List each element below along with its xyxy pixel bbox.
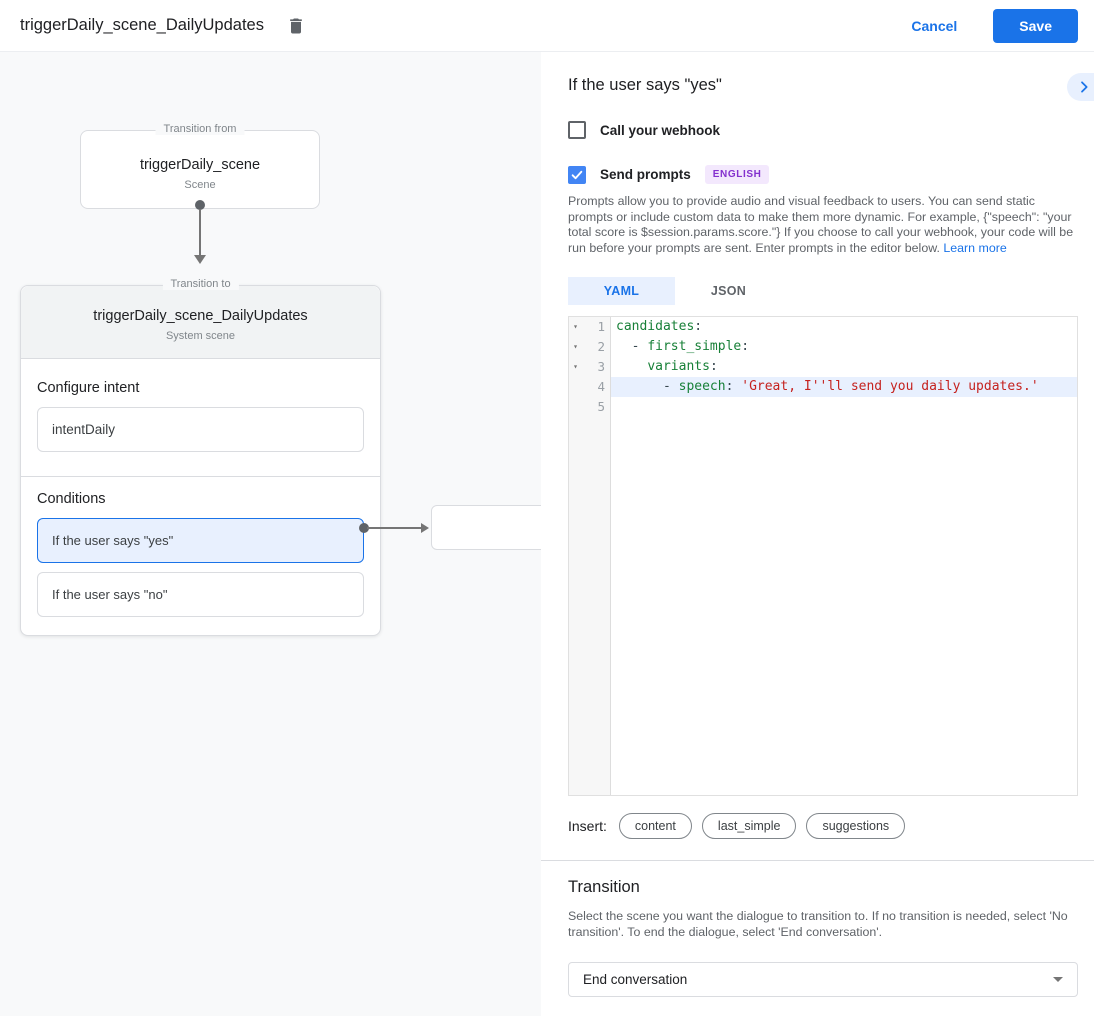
gutter-row: 4 xyxy=(569,377,610,397)
arrow-down-icon xyxy=(194,255,206,264)
gutter-row: ▾3 xyxy=(569,357,610,377)
intent-name: intentDaily xyxy=(52,422,116,437)
editor-format-tabs: YAML JSON xyxy=(568,277,1078,305)
from-scene-type: Scene xyxy=(184,179,216,191)
line-number: 5 xyxy=(597,399,605,414)
webhook-label: Call your webhook xyxy=(600,122,721,138)
save-button[interactable]: Save xyxy=(993,8,1078,43)
fold-arrow-icon[interactable]: ▾ xyxy=(573,342,578,351)
next-scene-node[interactable] xyxy=(431,505,541,550)
to-scene-type: System scene xyxy=(165,330,236,342)
send-prompts-label: Send prompts xyxy=(600,167,691,182)
scene-diagram-canvas: Transition from triggerDaily_scene Scene… xyxy=(0,52,541,1016)
code-token: first_simple xyxy=(647,339,742,354)
connector-dot xyxy=(359,523,369,533)
conditions-label: Conditions xyxy=(37,491,106,507)
code-token: speech xyxy=(678,379,726,394)
connector-dot xyxy=(195,200,205,210)
topbar: triggerDaily_scene_DailyUpdates Cancel S… xyxy=(0,0,1094,52)
send-prompts-checkbox-row[interactable]: Send prompts ENGLISH xyxy=(568,165,1078,184)
send-prompts-checkbox[interactable] xyxy=(568,165,586,184)
configure-intent-label: Configure intent xyxy=(37,380,140,396)
chevron-right-icon xyxy=(1076,79,1092,95)
code-line-1[interactable]: candidates: xyxy=(611,317,1077,337)
trash-icon xyxy=(286,15,306,37)
tab-json[interactable]: JSON xyxy=(710,284,747,298)
code-line-3[interactable]: variants: xyxy=(611,357,1077,377)
tab-yaml[interactable]: YAML xyxy=(568,277,675,305)
line-number: 1 xyxy=(597,319,605,334)
insert-chip-suggestions[interactable]: suggestions xyxy=(806,813,906,839)
code-token: - xyxy=(616,339,648,354)
transition-to-card: Transition to triggerDaily_scene_DailyUp… xyxy=(20,278,381,636)
line-number: 4 xyxy=(597,379,605,394)
fold-arrow-icon[interactable]: ▾ xyxy=(573,362,578,371)
code-token: : xyxy=(741,339,750,354)
code-line-2[interactable]: - first_simple: xyxy=(611,337,1077,357)
code-token: - xyxy=(616,379,679,394)
configure-intent-section: Configure intent intentDaily xyxy=(21,359,380,476)
condition-item-selected[interactable]: If the user says "yes" xyxy=(37,518,364,563)
editor-code-area[interactable]: candidates: - first_simple: variants: - … xyxy=(611,317,1077,795)
panel-title: If the user says "yes" xyxy=(568,76,722,94)
gutter-row: ▾2 xyxy=(569,337,610,357)
code-token: : xyxy=(709,359,718,374)
code-token: : xyxy=(725,379,742,394)
condition-item[interactable]: If the user says "no" xyxy=(37,572,364,617)
fold-spacer xyxy=(569,397,582,417)
conditions-section: Conditions If the user says "yes" If the … xyxy=(21,476,380,635)
check-icon xyxy=(570,168,584,182)
insert-label: Insert: xyxy=(568,818,607,834)
code-token: 'Great, I''ll send you daily updates.' xyxy=(741,379,1039,394)
code-token: : xyxy=(694,319,703,334)
transition-to-label: Transition to xyxy=(162,278,239,290)
transition-selected-value: End conversation xyxy=(583,972,688,987)
section-divider xyxy=(541,860,1094,861)
cancel-button[interactable]: Cancel xyxy=(903,12,965,40)
intent-item[interactable]: intentDaily xyxy=(37,407,364,452)
transition-section-title: Transition xyxy=(568,878,640,896)
dropdown-caret-icon xyxy=(1053,977,1063,982)
scene-card-header: triggerDaily_scene_DailyUpdates System s… xyxy=(21,286,380,359)
gutter-row: ▾1 xyxy=(569,317,610,337)
transition-description: Select the scene you want the dialogue t… xyxy=(568,909,1068,939)
insert-row: Insert: content last_simple suggestions xyxy=(568,813,1078,839)
code-token: candidates xyxy=(616,319,695,334)
from-scene-name: triggerDaily_scene xyxy=(139,157,261,173)
fold-spacer xyxy=(569,377,582,397)
page-title: triggerDaily_scene_DailyUpdates xyxy=(20,16,264,34)
delete-scene-button[interactable] xyxy=(282,11,310,41)
transition-from-label: Transition from xyxy=(155,123,245,135)
language-badge: ENGLISH xyxy=(704,165,770,184)
code-line-5[interactable] xyxy=(611,397,1077,417)
collapse-panel-button[interactable] xyxy=(1067,73,1094,101)
fold-arrow-icon[interactable]: ▾ xyxy=(573,322,578,331)
connector-line xyxy=(199,209,201,256)
insert-chip-last_simple[interactable]: last_simple xyxy=(701,813,797,839)
prompts-description-text: Prompts allow you to provide audio and v… xyxy=(568,194,1074,255)
condition-detail-panel: If the user says "yes" Call your webhook… xyxy=(541,52,1094,1016)
connector-line xyxy=(367,527,421,529)
insert-chip-content[interactable]: content xyxy=(618,813,692,839)
code-token xyxy=(616,359,647,374)
to-scene-name: triggerDaily_scene_DailyUpdates xyxy=(93,308,308,324)
gutter-row: 5 xyxy=(569,397,610,417)
transition-from-node[interactable]: Transition from triggerDaily_scene Scene xyxy=(80,123,320,209)
code-line-4[interactable]: - speech: 'Great, I''ll send you daily u… xyxy=(611,377,1077,397)
code-token: variants xyxy=(647,359,710,374)
line-number: 3 xyxy=(597,359,605,374)
arrow-right-icon xyxy=(421,523,429,533)
webhook-checkbox[interactable] xyxy=(568,121,586,139)
webhook-checkbox-row[interactable]: Call your webhook xyxy=(568,121,1078,139)
line-number: 2 xyxy=(597,339,605,354)
transition-select[interactable]: End conversation xyxy=(568,962,1078,997)
prompts-description: Prompts allow you to provide audio and v… xyxy=(568,194,1078,256)
learn-more-link[interactable]: Learn more xyxy=(943,240,1007,255)
